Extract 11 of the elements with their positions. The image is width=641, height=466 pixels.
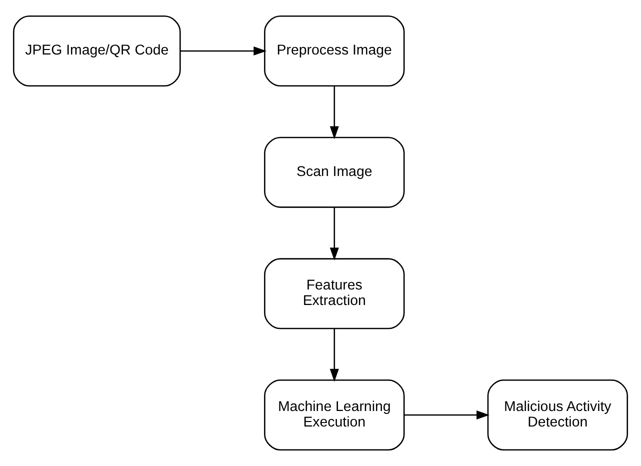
node-box: Machine Learning Execution: [264, 380, 405, 450]
arrow: [404, 410, 490, 420]
arrow: [330, 86, 339, 140]
arrow: [180, 46, 267, 56]
node-box: Malicious Activity Detection: [487, 380, 628, 450]
node-box: Features Extraction: [264, 258, 405, 330]
arrow: [330, 328, 339, 382]
arrow: [330, 207, 339, 261]
node-box: Scan Image: [264, 136, 405, 208]
node-box: Preprocess Image: [264, 16, 405, 86]
node-box: JPEG Image/QR Code: [13, 16, 181, 86]
